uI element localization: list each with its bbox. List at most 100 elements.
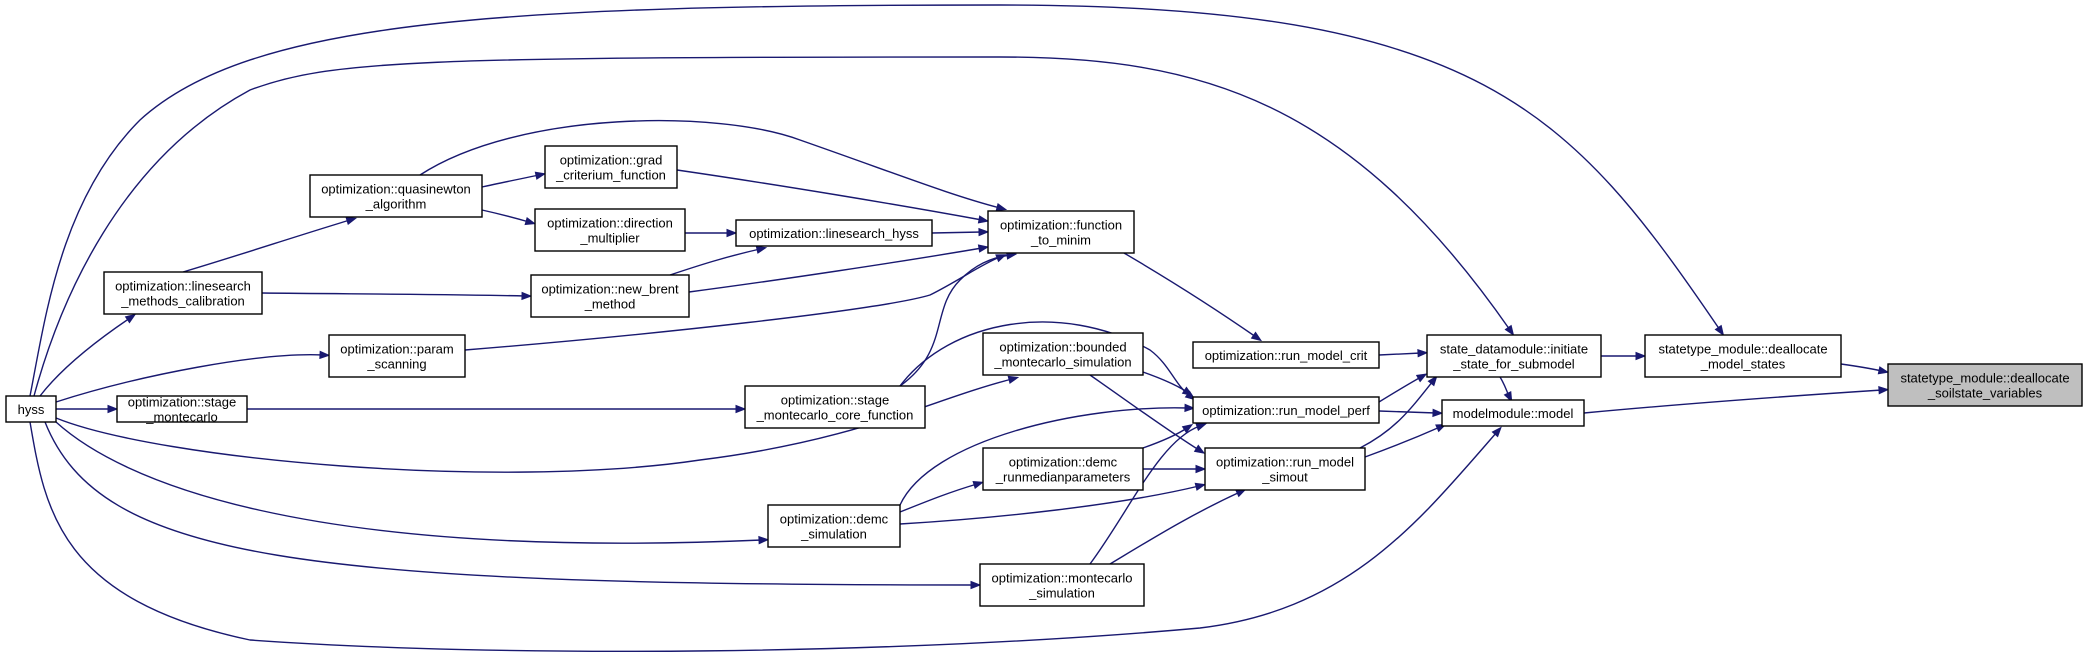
node-bounded[interactable]: optimization::bounded_montecarlo_simulat…: [982, 332, 1144, 376]
edge-runsimout-to-model: [1364, 424, 1447, 458]
edge-line: [55, 354, 324, 403]
nodes-layer: statetype_module::deallocate_soilstate_v…: [5, 145, 2083, 607]
edge-arrowhead: [755, 245, 768, 254]
node-label: state_datamodule::initiate: [1440, 342, 1588, 357]
edge-lsmethods-to-brent: [261, 291, 533, 301]
edge-line: [1123, 252, 1257, 338]
node-demcrun[interactable]: optimization::demc_runmedianparameters: [982, 447, 1144, 491]
node-hyss[interactable]: hyss: [5, 395, 57, 423]
edge-line: [1840, 363, 1883, 372]
node-label: optimization::linesearch: [115, 279, 251, 294]
node-box: [530, 274, 690, 318]
edge-line: [676, 169, 983, 221]
node-box: [309, 174, 483, 218]
node-grad[interactable]: optimization::grad_criterium_function: [544, 145, 678, 189]
node-runcrit[interactable]: optimization::run_model_crit: [1192, 341, 1380, 369]
edge-demcrun-to-runsimout: [1143, 464, 1207, 474]
node-param[interactable]: optimization::param_scanning: [328, 334, 466, 378]
node-model[interactable]: modelmodule::model: [1441, 399, 1585, 427]
edge-direction-to-linesearch: [685, 228, 738, 238]
node-label: _montecarlo_simulation: [993, 355, 1131, 370]
edge-quasi-to-grad: [481, 171, 547, 188]
node-label: _runmedianparameters: [995, 470, 1131, 485]
edge-demcsim-to-demcrun: [899, 480, 985, 513]
node-direction[interactable]: optimization::direction_multiplier: [534, 208, 686, 252]
edge-arrowhead: [124, 313, 137, 324]
node-demcsim[interactable]: optimization::demc_simulation: [767, 504, 901, 548]
node-label: _simout: [1261, 470, 1308, 485]
node-lsmethods[interactable]: optimization::linesearch_methods_calibra…: [103, 271, 263, 315]
edge-line: [1378, 352, 1422, 356]
node-runperf[interactable]: optimization::run_model_perf: [1192, 396, 1380, 424]
node-label: optimization::linesearch_hyss: [749, 226, 919, 241]
node-initstate[interactable]: state_datamodule::initiate_state_for_sub…: [1426, 334, 1602, 378]
node-label: hyss: [18, 402, 45, 417]
edge-arrowhead: [1195, 464, 1207, 474]
edge-quasi-to-direction: [481, 209, 537, 226]
node-stagecore[interactable]: optimization::stage_montecarlo_core_func…: [744, 385, 926, 429]
edge-arrowhead: [1714, 324, 1725, 337]
node-quasi[interactable]: optimization::quasinewton_algorithm: [309, 174, 483, 218]
edge-arrowhead: [107, 404, 119, 414]
edge-arrowhead: [1417, 348, 1429, 358]
edge-arrowhead: [319, 350, 331, 360]
edge-arrowhead: [735, 404, 747, 414]
edge-arrowhead: [978, 227, 990, 237]
edge-arrowhead: [1432, 408, 1444, 418]
node-root[interactable]: statetype_module::deallocate_soilstate_v…: [1887, 363, 2083, 407]
edge-lsmethods-to-quasi: [182, 216, 358, 273]
edge-line: [182, 219, 351, 273]
node-label: optimization::montecarlo: [992, 571, 1133, 586]
edge-brent-to-linesearch: [669, 245, 768, 276]
node-label: optimization::run_model_crit: [1205, 348, 1368, 363]
edge-arrowhead: [1427, 375, 1438, 387]
node-box: [103, 271, 263, 315]
node-box: [982, 447, 1144, 491]
node-box: [767, 504, 901, 548]
edge-line: [261, 292, 526, 297]
edge-line: [899, 407, 1189, 506]
edge-line: [899, 321, 1191, 397]
edge-grad-to-funcmin: [676, 169, 990, 224]
edge-arrowhead: [972, 480, 985, 490]
edge-mcsim-to-runsimout: [1109, 488, 1247, 565]
node-box: [982, 332, 1144, 376]
edge-arrowhead: [1877, 366, 1890, 375]
node-stagemc[interactable]: optimization::stage_montecarlo: [116, 395, 248, 425]
node-funcmin[interactable]: optimization::function_to_minim: [987, 210, 1135, 254]
edge-arrowhead: [995, 203, 1008, 212]
edge-arrowhead: [970, 580, 982, 590]
node-label: _criterium_function: [555, 168, 666, 183]
edge-line: [39, 317, 131, 397]
node-brent[interactable]: optimization::new_brent_method: [530, 274, 690, 318]
edge-arrowhead: [1635, 351, 1647, 361]
node-label: statetype_module::deallocate: [1658, 342, 1827, 357]
edge-stagecore-to-funcmin: [899, 251, 1018, 387]
edge-line: [1089, 425, 1201, 565]
edge-hyss-to-stdealloc: [29, 4, 1725, 397]
edge-line: [899, 485, 1200, 525]
node-label: _scanning: [366, 357, 426, 372]
edges-layer: [29, 4, 1890, 653]
node-box: [1426, 334, 1602, 378]
edge-runperf-to-initstate: [1378, 373, 1428, 403]
edge-line: [1359, 380, 1434, 449]
edge-arrowhead: [1415, 373, 1428, 383]
node-label: optimization::grad: [560, 153, 663, 168]
node-label: _algorithm: [365, 197, 427, 212]
node-linesearch[interactable]: optimization::linesearch_hyss: [735, 219, 933, 247]
node-box: [328, 334, 466, 378]
node-box: [979, 563, 1145, 607]
node-runsimout[interactable]: optimization::run_model_simout: [1204, 447, 1366, 491]
edge-arrowhead: [1193, 444, 1206, 454]
node-mcsim[interactable]: optimization::montecarlo_simulation: [979, 563, 1145, 607]
edge-demcsim-to-runsimout: [899, 482, 1207, 525]
node-stdealloc[interactable]: statetype_module::deallocate_model_state…: [1644, 334, 1842, 378]
node-box: [1192, 341, 1380, 369]
node-label: optimization::bounded: [999, 340, 1126, 355]
edge-mcsim-to-runperf: [1089, 423, 1207, 565]
node-label: optimization::new_brent: [541, 282, 679, 297]
node-label: _methods_calibration: [120, 294, 245, 309]
edge-stagemc-to-stagecore: [247, 404, 747, 414]
